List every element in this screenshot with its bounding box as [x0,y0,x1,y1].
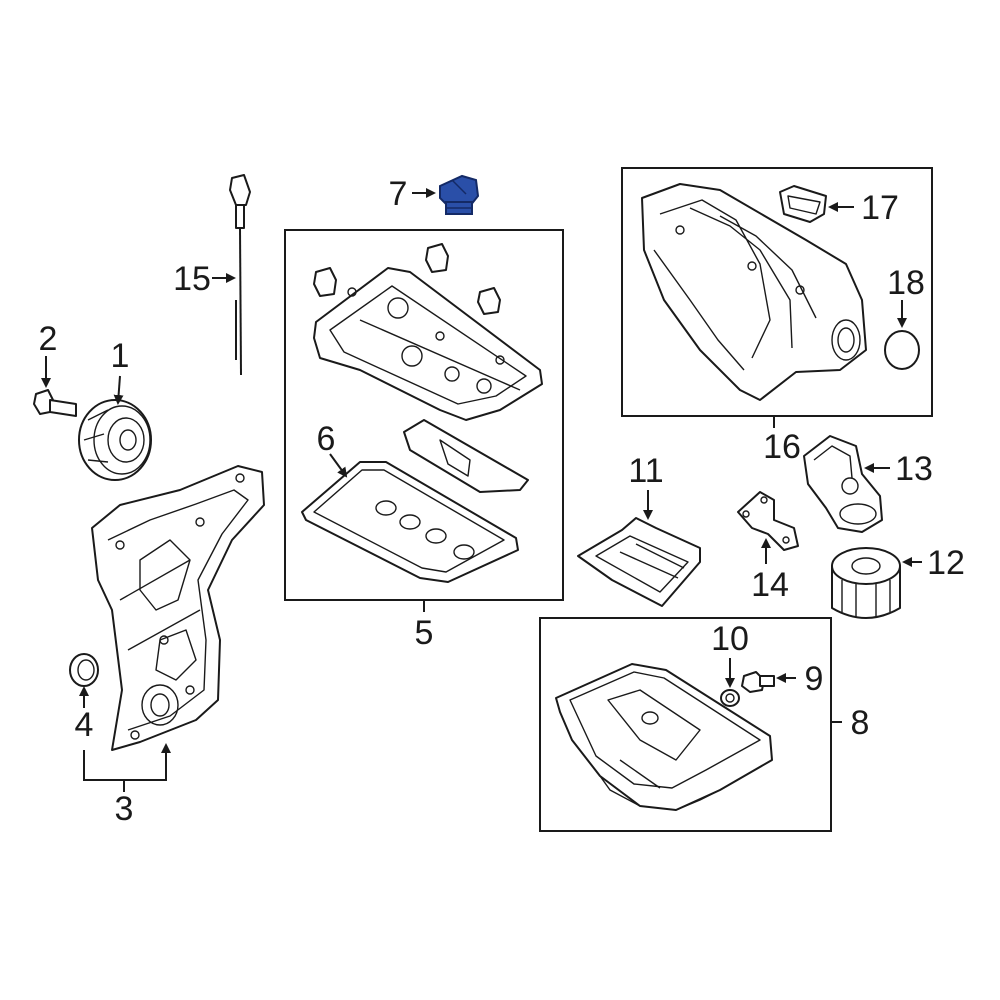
callout-18: 18 [887,264,925,302]
callout-1: 1 [111,337,130,375]
oil-baffle-part[interactable] [577,517,701,607]
callout-15: 15 [173,260,211,298]
o-ring-part[interactable] [884,330,920,370]
callout-13: 13 [895,450,933,488]
callout-11: 11 [628,452,663,490]
callout-5: 5 [415,614,434,652]
oil-filter-part[interactable] [831,547,901,619]
callout-2: 2 [39,320,58,358]
drain-plug-part[interactable] [741,671,775,693]
intake-manifold-group-box [621,167,933,417]
drain-washer-part[interactable] [720,689,740,707]
callout-6: 6 [317,420,336,458]
pulley-bolt-part[interactable] [33,389,77,417]
valve-cover-part[interactable] [313,243,543,421]
callout-7: 7 [389,175,408,213]
callout-4: 4 [75,706,94,744]
callout-12: 12 [927,544,965,582]
callout-17: 17 [861,189,899,227]
callout-3: 3 [115,790,134,828]
timing-chain-cover-part[interactable] [91,465,265,751]
front-oil-seal-part[interactable] [69,653,99,687]
callout-14: 14 [751,566,789,604]
valve-cover-gasket-part[interactable] [301,419,529,583]
throttle-gasket-part[interactable] [779,185,827,223]
oil-filter-adapter-part[interactable] [803,435,883,533]
callout-labels: 1 2 3 4 5 6 7 8 9 10 11 12 13 14 15 16 1… [39,175,965,828]
callout-9: 9 [805,660,824,698]
callout-8: 8 [851,704,870,742]
callout-16: 16 [763,428,801,466]
dipstick-part[interactable] [229,174,251,376]
oil-pan-group-box [539,617,832,832]
crankshaft-pulley-part[interactable] [78,399,152,481]
callout-10: 10 [711,620,749,658]
intake-manifold-part[interactable] [641,183,867,401]
adapter-gasket-part[interactable] [737,491,799,551]
leader-lines [41,188,922,792]
oil-filler-cap-part[interactable] [439,174,480,215]
oil-pan-part[interactable] [555,663,773,811]
